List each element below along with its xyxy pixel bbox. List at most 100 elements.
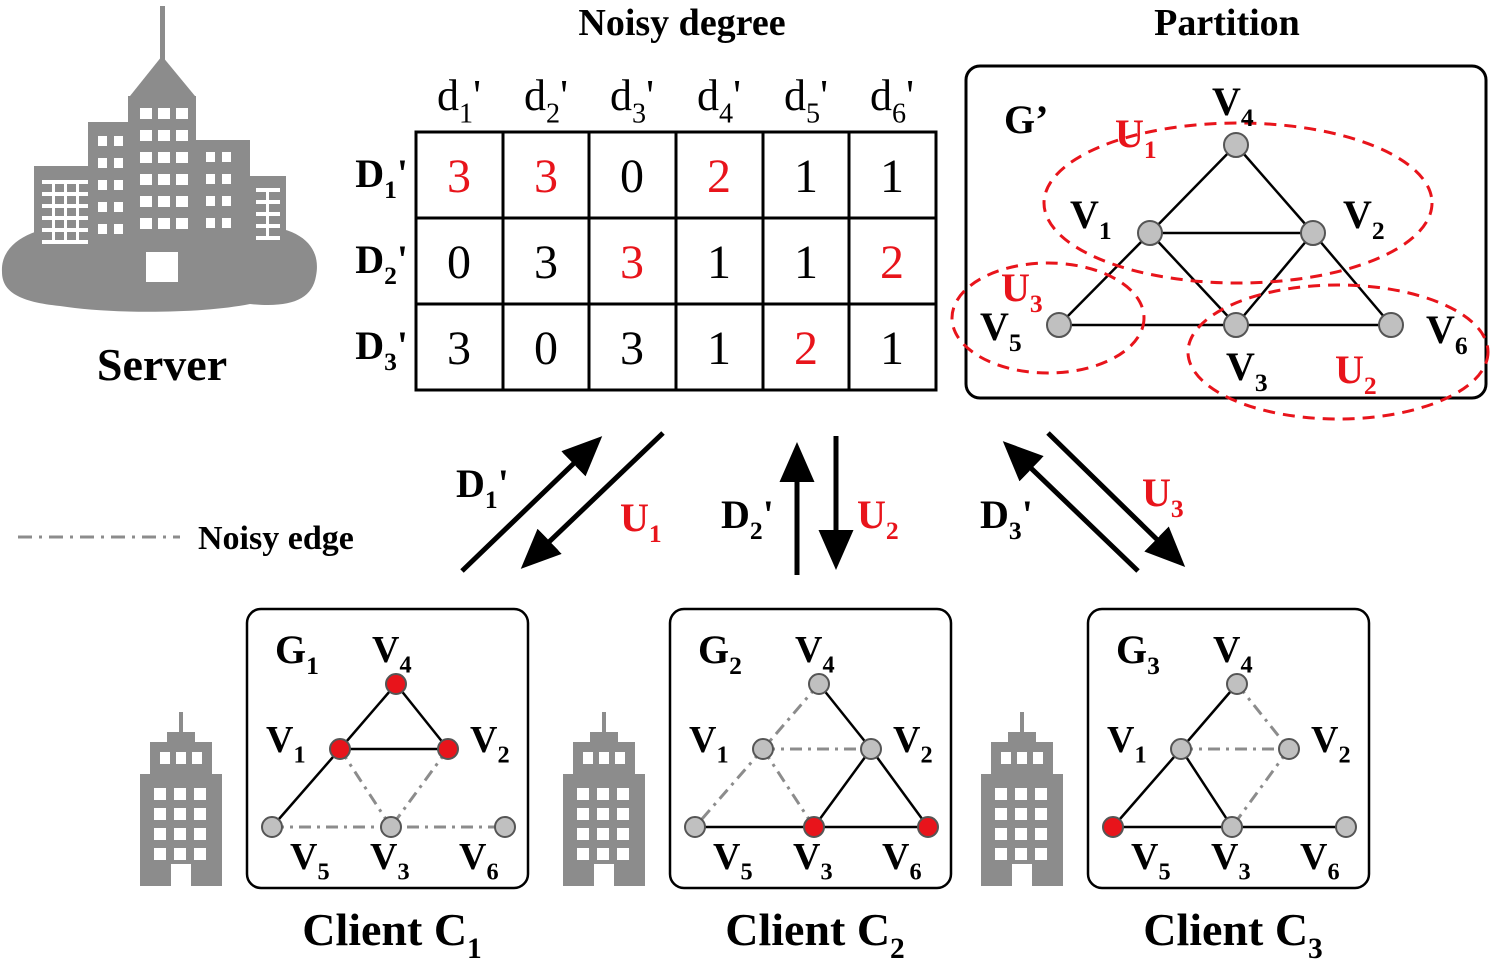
client-building-icon (140, 712, 222, 886)
arrow-label-down-3: U3 (1142, 470, 1184, 523)
partition-edge (1149, 144, 1237, 234)
graph-node-v6 (1335, 816, 1357, 838)
vertex-label-v3: V3 (1211, 836, 1251, 886)
matrix-cell: 3 (620, 322, 644, 375)
client-graph-label: G3 (1116, 627, 1160, 680)
arrow-label-down-1: U1 (620, 495, 662, 548)
graph-edge (395, 683, 449, 750)
vertex-label-v4: V4 (1213, 629, 1253, 679)
noisy-edge (1235, 683, 1291, 750)
client-graph-label: G2 (698, 627, 742, 680)
vertex-label-v6: V6 (1426, 307, 1468, 360)
client-graph-panel (1086, 607, 1371, 890)
vertex-label-v1: V1 (689, 719, 729, 769)
noisy-edge (1230, 748, 1291, 828)
matrix-cell: 1 (707, 322, 731, 375)
graph-node-v1 (752, 738, 774, 760)
graph-node-v3 (1221, 816, 1243, 838)
matrix-row-headers: D1' D2' D3' (355, 151, 408, 376)
graph-edge (339, 683, 397, 750)
arrow-label-up-2: D2' (721, 492, 774, 545)
matrix-cell: 3 (447, 322, 471, 375)
vertex-label-v4: V4 (372, 629, 412, 679)
vertex-label-v5: V5 (713, 836, 753, 886)
client-building-icon (981, 712, 1063, 886)
graph-node-v4 (385, 673, 407, 695)
graph-edge (818, 683, 872, 750)
partition-node-v2 (1300, 220, 1326, 246)
server-label: Server (97, 339, 227, 390)
graph-node-v2 (437, 738, 459, 760)
graph-edge (1179, 748, 1234, 828)
graph-node-v6 (917, 816, 939, 838)
matrix-cell: 1 (880, 322, 904, 375)
vertex-label-v5: V5 (980, 304, 1022, 357)
client-graph-panel (668, 607, 953, 890)
client-building-icon (563, 712, 645, 886)
column-header: d6' (870, 71, 914, 129)
graph-edge (812, 748, 873, 828)
group-u1-ellipse (1042, 121, 1434, 285)
graph-node-v5 (261, 816, 283, 838)
matrix-cell: 3 (447, 150, 471, 203)
partition-node-v6 (1378, 312, 1404, 338)
graph-edge (869, 748, 930, 828)
noisy-degree-title: Noisy degree (578, 2, 785, 44)
partition-edge (1058, 232, 1151, 326)
noisy-edge (761, 683, 821, 750)
vertex-label-v6: V6 (459, 836, 499, 886)
arrow-up-3 (1002, 441, 1140, 573)
graph-node-v1 (329, 738, 351, 760)
matrix-cell: 3 (534, 236, 558, 289)
vertex-label-v6: V6 (1300, 836, 1340, 886)
matrix-cell: 0 (447, 236, 471, 289)
arrow-label-down-2: U2 (857, 492, 899, 545)
column-header: d1' (437, 71, 481, 129)
graph-edge (1112, 748, 1182, 828)
noisy-edge (693, 748, 765, 828)
group-label-u1: U1 (1115, 111, 1157, 164)
vertex-label-v5: V5 (290, 836, 330, 886)
partition-node-v4 (1223, 132, 1249, 158)
arrow-down-3 (1046, 431, 1186, 567)
graph-node-v3 (803, 816, 825, 838)
group-label-u3: U3 (1001, 265, 1043, 318)
graph-node-v2 (860, 738, 882, 760)
partition-graph-label: G’ (1004, 97, 1048, 142)
column-header: d4' (697, 71, 741, 129)
graph-node-v6 (494, 816, 516, 838)
matrix-cell: 3 (534, 150, 558, 203)
noisy-degree-matrix (414, 130, 938, 392)
matrix-cell: 3 (620, 236, 644, 289)
row-header: D3' (355, 323, 408, 376)
vertex-label-v2: V2 (470, 719, 510, 769)
arrow-label-up-3: D3' (980, 492, 1033, 545)
arrow-label-up-1: D1' (456, 461, 509, 514)
vertex-label-v3: V3 (1226, 344, 1268, 397)
noisy-edge (389, 748, 450, 828)
client-graph-label: G1 (275, 627, 319, 680)
matrix-cell: 1 (794, 150, 818, 203)
graph-edge (271, 748, 341, 828)
graph-node-v4 (808, 673, 830, 695)
row-header: D2' (355, 237, 408, 290)
matrix-cell: 1 (880, 150, 904, 203)
graph-node-v2 (1278, 738, 1300, 760)
graph-node-v1 (1170, 738, 1192, 760)
vertex-label-v2: V2 (1343, 192, 1385, 245)
arrow-up-1 (460, 436, 603, 573)
vertex-label-v4: V4 (1212, 79, 1254, 132)
group-label-u2: U2 (1335, 347, 1377, 400)
graph-node-v4 (1226, 673, 1248, 695)
partition-node-v5 (1046, 312, 1072, 338)
matrix-cell: 0 (534, 322, 558, 375)
row-header: D1' (355, 151, 408, 204)
matrix-cell: 2 (880, 236, 904, 289)
matrix-cell: 2 (707, 150, 731, 203)
arrow-down-1 (520, 431, 665, 569)
